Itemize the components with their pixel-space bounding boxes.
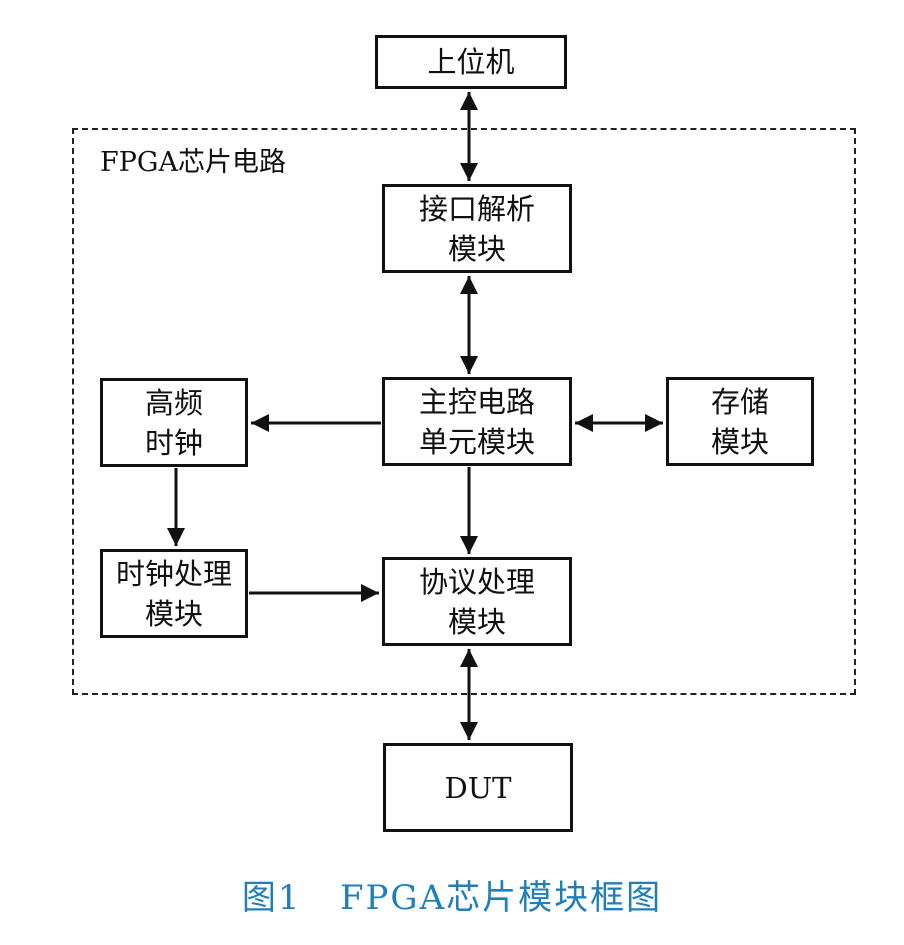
storage-label-line1: 存储 bbox=[710, 384, 769, 419]
figure-number: 图1 bbox=[241, 878, 302, 918]
interface-parsing-block: 接口解析 模块 bbox=[382, 184, 572, 273]
host-computer-label: 上位机 bbox=[427, 45, 515, 79]
storage-block: 存储 模块 bbox=[666, 377, 814, 466]
interface-parsing-label-line2: 模块 bbox=[447, 231, 506, 266]
host-computer-block: 上位机 bbox=[375, 35, 567, 89]
interface-parsing-label-line1: 接口解析 bbox=[418, 191, 535, 226]
figure-title: FPGA芯片模块框图 bbox=[339, 878, 663, 918]
main-control-label-line2: 单元模块 bbox=[418, 424, 535, 459]
hf-clock-label-line2: 时钟 bbox=[144, 425, 203, 460]
protocol-label-line1: 协议处理 bbox=[418, 564, 535, 599]
main-control-block: 主控电路 单元模块 bbox=[382, 377, 572, 466]
clock-processing-label-line2: 模块 bbox=[144, 596, 203, 631]
dut-block: DUT bbox=[383, 743, 573, 832]
main-control-label-line1: 主控电路 bbox=[418, 384, 535, 419]
figure-caption: 图1 FPGA芯片模块框图 bbox=[0, 876, 904, 920]
clock-processing-block: 时钟处理 模块 bbox=[100, 549, 248, 638]
storage-label-line2: 模块 bbox=[710, 424, 769, 459]
clock-processing-label-line1: 时钟处理 bbox=[115, 556, 232, 591]
protocol-label-line2: 模块 bbox=[447, 604, 506, 639]
hf-clock-label-line1: 高频 bbox=[144, 385, 203, 420]
protocol-processing-block: 协议处理 模块 bbox=[382, 557, 572, 646]
dut-label: DUT bbox=[444, 770, 512, 805]
fpga-chip-label: FPGA芯片电路 bbox=[100, 147, 286, 178]
high-frequency-clock-block: 高频 时钟 bbox=[100, 378, 248, 467]
